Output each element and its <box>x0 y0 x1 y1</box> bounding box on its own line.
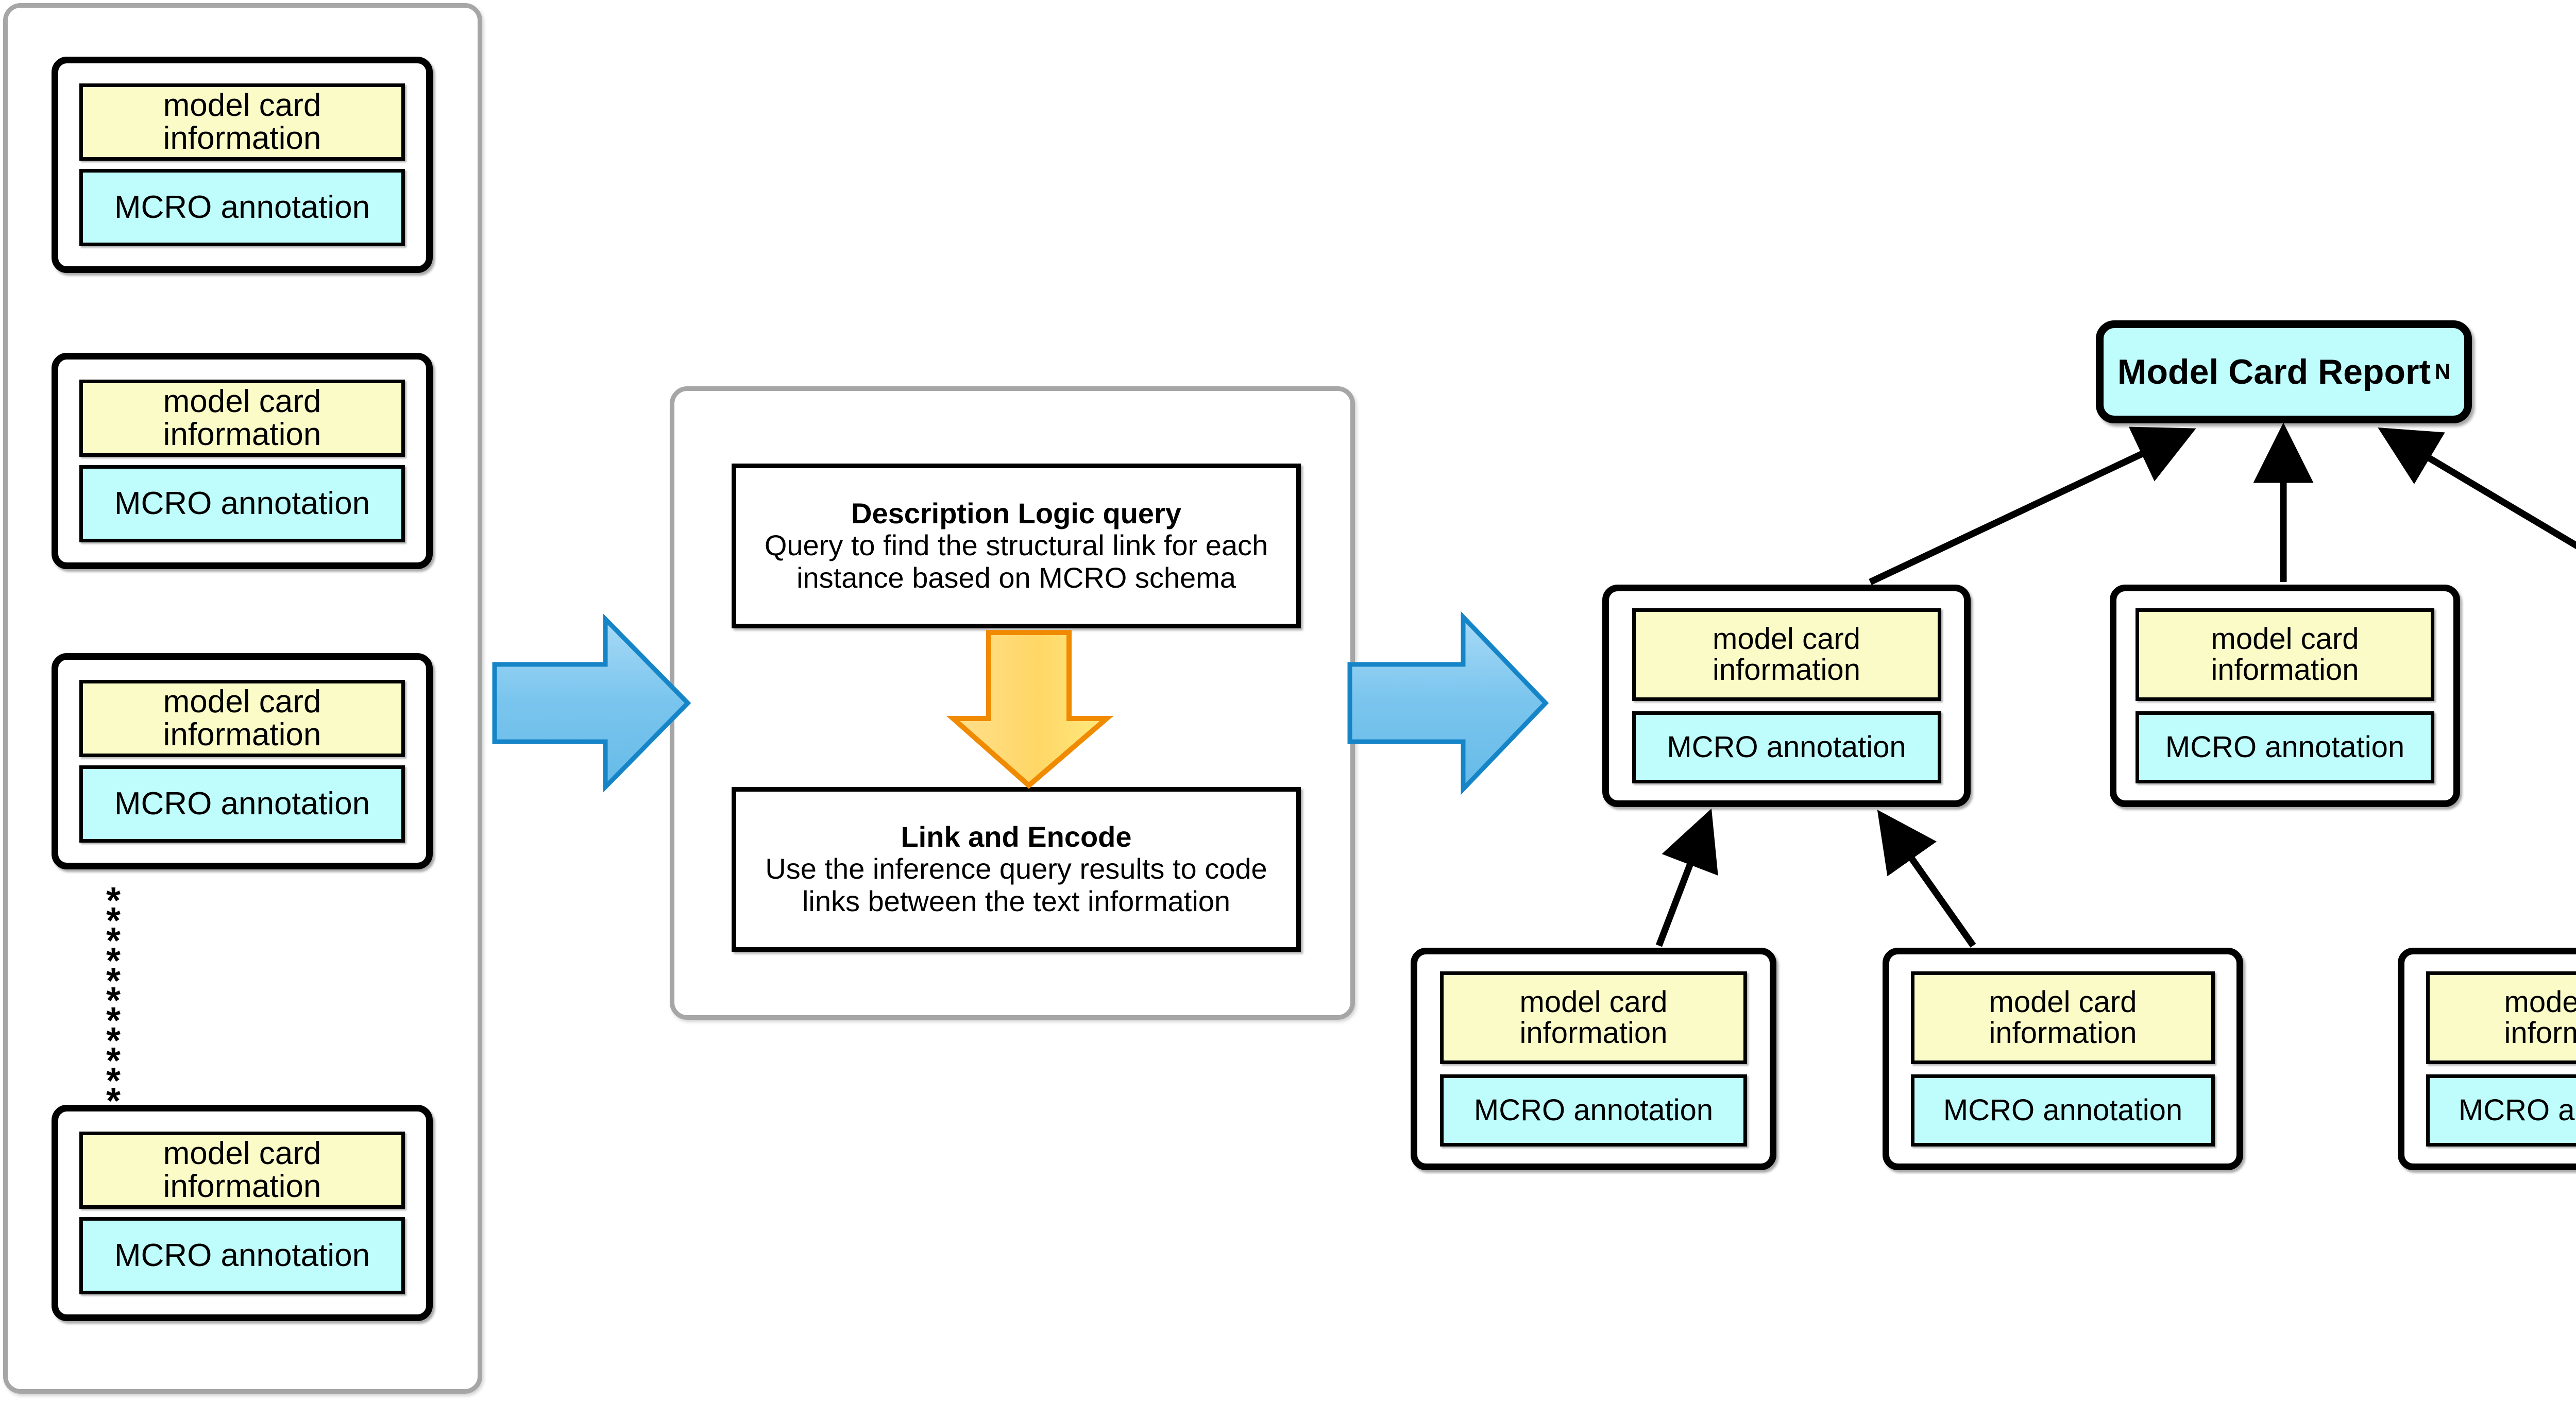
connector-leaf1-to-middle1 <box>1655 808 1718 947</box>
mcro-annotation-slot: MCRO annotation <box>2136 711 2434 783</box>
ellipsis-asterisks: *********** <box>93 882 134 1120</box>
output-leaf-card-2[interactable]: model card information MCRO annotation <box>1883 948 2243 1170</box>
input-card-3[interactable]: model card information MCRO annotation <box>52 653 433 869</box>
model-card-information-slot: model card information <box>79 1132 405 1209</box>
mcro-annotation-slot: MCRO annotation <box>79 465 405 542</box>
link-and-encode-body: Use the inference query results to code … <box>765 852 1267 917</box>
input-card-1[interactable]: model card information MCRO annotation <box>52 57 433 273</box>
process-step-down-arrow <box>946 630 1114 789</box>
description-logic-query-title: Description Logic query <box>851 497 1181 530</box>
description-logic-query-body: Query to find the structural link for ea… <box>764 529 1268 594</box>
input-card-4[interactable]: model card information MCRO annotation <box>52 1105 433 1321</box>
model-card-information-slot: model card information <box>79 680 405 757</box>
mcro-annotation-slot: MCRO annotation <box>79 1217 405 1294</box>
model-card-information-slot: model card information <box>1632 608 1941 701</box>
output-middle-card-2[interactable]: model card information MCRO annotation <box>2110 585 2460 807</box>
connector-leaf2-to-middle1 <box>1877 810 1976 948</box>
connector-middle3-to-report <box>2378 427 2576 550</box>
stage-arrow-input-to-process <box>492 613 691 793</box>
model-card-information-slot: model card information <box>1911 971 2215 1064</box>
link-and-encode-box[interactable]: Link and Encode Use the inference query … <box>732 787 1301 952</box>
mcro-annotation-slot: MCRO annotation <box>79 169 405 246</box>
model-card-report-superscript: N <box>2434 360 2451 384</box>
stage-arrow-process-to-output <box>1347 611 1549 795</box>
link-and-encode-title: Link and Encode <box>901 820 1132 853</box>
mcro-annotation-slot: MCRO annotation <box>2426 1074 2576 1147</box>
input-card-2[interactable]: model card information MCRO annotation <box>52 353 433 569</box>
output-leaf-card-3[interactable]: model card information MCRO annotation <box>2398 948 2576 1170</box>
mcro-annotation-slot: MCRO annotation <box>1440 1074 1747 1147</box>
model-card-information-slot: model card information <box>2426 971 2576 1064</box>
model-card-information-slot: model card information <box>2136 608 2434 701</box>
model-card-report-label: Model Card Report <box>2117 352 2431 391</box>
model-card-information-slot: model card information <box>79 83 405 161</box>
output-leaf-card-1[interactable]: model card information MCRO annotation <box>1411 948 1776 1170</box>
output-middle-card-1[interactable]: model card information MCRO annotation <box>1602 585 1971 807</box>
mcro-annotation-slot: MCRO annotation <box>1911 1074 2215 1147</box>
description-logic-query-box[interactable]: Description Logic query Query to find th… <box>732 464 1301 628</box>
model-card-information-slot: model card information <box>1440 971 1747 1064</box>
connector-middle1-to-report <box>1869 426 2196 585</box>
mcro-annotation-slot: MCRO annotation <box>79 765 405 843</box>
mcro-annotation-slot: MCRO annotation <box>1632 711 1941 783</box>
model-card-information-slot: model card information <box>79 380 405 457</box>
